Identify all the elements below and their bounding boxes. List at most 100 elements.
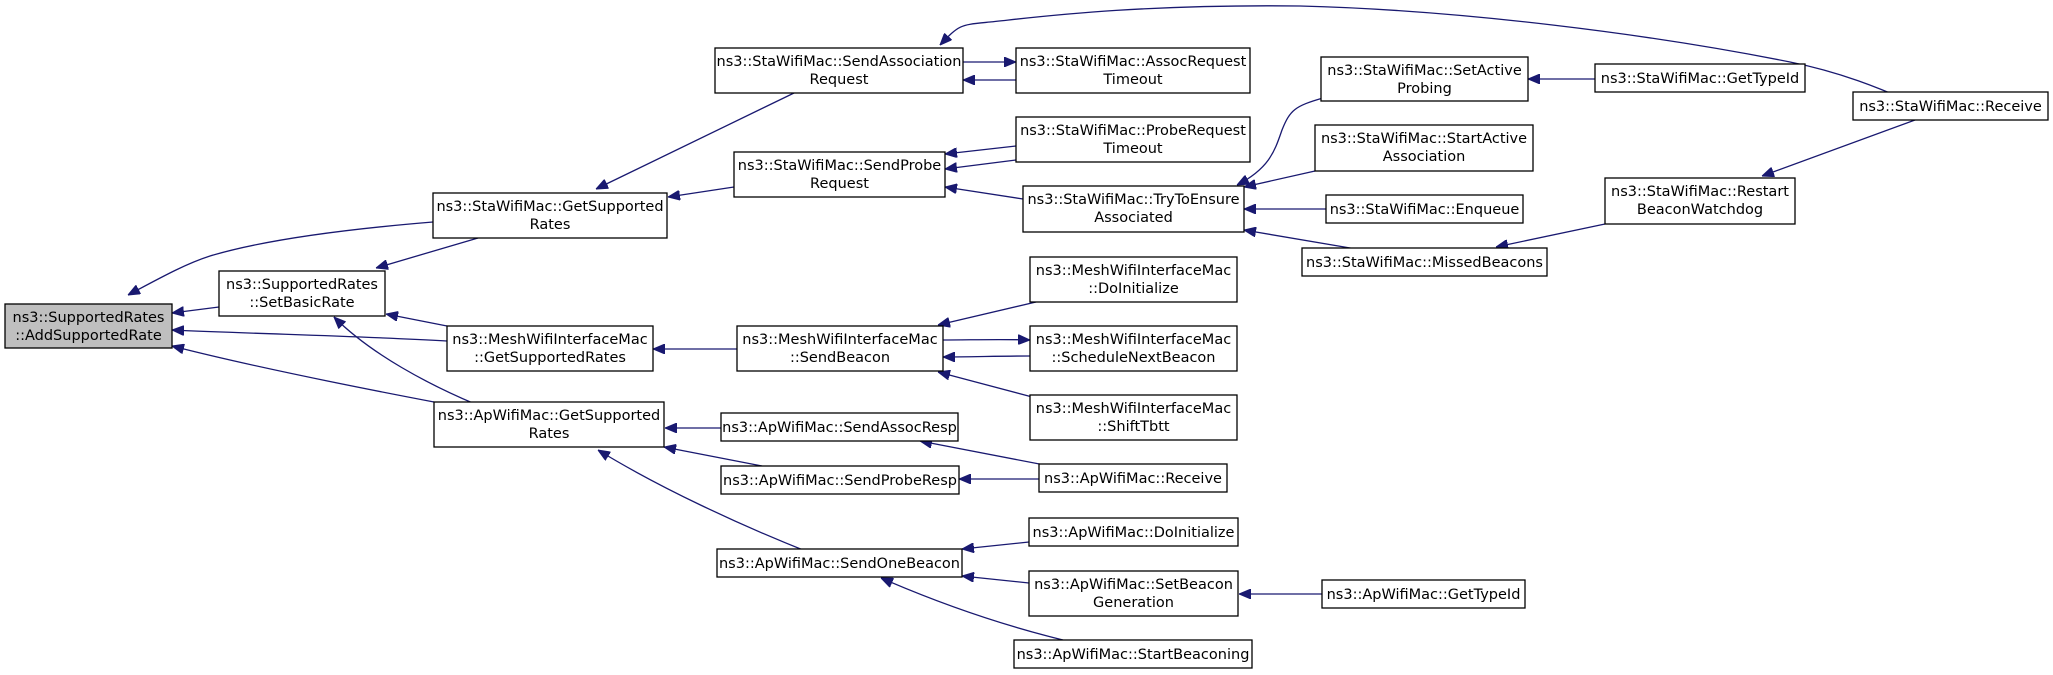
edge-n5-n1 bbox=[172, 346, 435, 403]
node-send-probe-request[interactable]: ns3::StaWifiMac::SendProbe Request bbox=[733, 151, 946, 198]
node-label-line-1: ns3::StaWifiMac::AssocRequest bbox=[1020, 54, 1247, 70]
node-sta-enqueue[interactable]: ns3::StaWifiMac::Enqueue bbox=[1325, 194, 1524, 224]
edge-n13-n7 bbox=[945, 145, 1017, 154]
node-restart-beacon-watchdog[interactable]: ns3::StaWifiMac::Restart BeaconWatchdog bbox=[1604, 177, 1796, 225]
node-send-assoc-resp[interactable]: ns3::ApWifiMac::SendAssocResp bbox=[720, 412, 959, 442]
node-label-line-1: ns3::SupportedRates bbox=[226, 277, 378, 293]
node-ap-do-initialize[interactable]: ns3::ApWifiMac::DoInitialize bbox=[1028, 517, 1239, 547]
edge-n5-n2 bbox=[334, 317, 476, 405]
node-ap-get-supported-rates[interactable]: ns3::ApWifiMac::GetSupported Rates bbox=[433, 401, 665, 448]
node-sta-get-supported-rates[interactable]: ns3::StaWifiMac::GetSupported Rates bbox=[432, 192, 668, 239]
node-label-line-2: Timeout bbox=[1102, 141, 1163, 157]
node-label-line-2: ::GetSupportedRates bbox=[474, 350, 626, 366]
node-label-line-2: Generation bbox=[1093, 595, 1174, 611]
node-try-to-ensure-associated[interactable]: ns3::StaWifiMac::TryToEnsure Associated bbox=[1022, 185, 1245, 233]
node-label-line-1: ns3::StaWifiMac::Enqueue bbox=[1330, 202, 1520, 218]
node-set-active-probing[interactable]: ns3::StaWifiMac::SetActive Probing bbox=[1320, 56, 1529, 102]
node-ap-get-type-id[interactable]: ns3::ApWifiMac::GetTypeId bbox=[1321, 579, 1526, 609]
node-mesh-send-beacon[interactable]: ns3::MeshWifiInterfaceMac ::SendBeacon bbox=[736, 325, 944, 372]
node-label-line-1: ns3::StaWifiMac::SendAssociation bbox=[717, 54, 962, 70]
node-sta-get-type-id[interactable]: ns3::StaWifiMac::GetTypeId bbox=[1594, 63, 1806, 93]
edge-n18-n9 bbox=[920, 441, 1056, 468]
node-label-line-2: Association bbox=[1383, 149, 1466, 165]
node-label-line-1: ns3::StaWifiMac::Receive bbox=[1859, 99, 2042, 115]
node-label-line-2: ::ShiftTbtt bbox=[1097, 419, 1169, 435]
node-label-line-2: ::AddSupportedRate bbox=[15, 328, 162, 344]
node-label-line-1: ns3::StaWifiMac::TryToEnsure bbox=[1027, 192, 1239, 208]
node-label-line-1: ns3::StaWifiMac::ProbeRequest bbox=[1020, 123, 1246, 139]
node-label-line-2: ::SendBeacon bbox=[790, 350, 890, 366]
edge-n20-n11 bbox=[962, 576, 1030, 584]
node-label-line-1: ns3::ApWifiMac::SendOneBeacon bbox=[719, 556, 960, 572]
node-label-line-1: ns3::StaWifiMac::SetActive bbox=[1327, 63, 1522, 79]
edge-n25-n14 bbox=[1244, 230, 1357, 250]
edge-n10-n5 bbox=[664, 447, 763, 467]
node-mesh-do-initialize[interactable]: ns3::MeshWifiInterfaceMac ::DoInitialize bbox=[1029, 256, 1238, 303]
node-label-line-1: ns3::StaWifiMac::Restart bbox=[1611, 184, 1789, 200]
node-label-line-1: ns3::ApWifiMac::DoInitialize bbox=[1033, 525, 1235, 541]
node-send-probe-resp[interactable]: ns3::ApWifiMac::SendProbeResp bbox=[720, 465, 960, 495]
node-label-line-2: Rates bbox=[529, 426, 570, 442]
node-label-line-1: ns3::StaWifiMac::SendProbe bbox=[738, 158, 942, 174]
node-send-one-beacon[interactable]: ns3::ApWifiMac::SendOneBeacon bbox=[716, 548, 963, 578]
node-probe-request-timeout[interactable]: ns3::StaWifiMac::ProbeRequest Timeout bbox=[1015, 116, 1251, 163]
node-set-basic-rate[interactable]: ns3::SupportedRates ::SetBasicRate bbox=[218, 270, 386, 317]
edge-n3-n2 bbox=[376, 237, 479, 268]
edge-n3-n1 bbox=[128, 221, 434, 295]
node-label-line-1: ns3::MeshWifiInterfaceMac bbox=[1036, 332, 1231, 348]
node-label-line-2: BeaconWatchdog bbox=[1637, 202, 1763, 218]
node-ap-set-beacon-generation[interactable]: ns3::ApWifiMac::SetBeacon Generation bbox=[1028, 570, 1239, 617]
node-label-line-1: ns3::StaWifiMac::MissedBeacons bbox=[1306, 255, 1543, 271]
node-label-line-1: ns3::StaWifiMac::GetTypeId bbox=[1601, 71, 1799, 87]
node-label-line-2: Associated bbox=[1094, 210, 1173, 226]
edge-n7-n3 bbox=[668, 186, 735, 197]
node-label-line-1: ns3::StaWifiMac::GetSupported bbox=[436, 199, 663, 215]
node-label-line-1: ns3::MeshWifiInterfaceMac bbox=[452, 332, 647, 348]
node-label-line-1: ns3::MeshWifiInterfaceMac bbox=[1036, 263, 1231, 279]
edge-n22-n14 bbox=[1237, 97, 1324, 185]
edge-n15-n8 bbox=[938, 301, 1037, 325]
node-label-line-1: ns3::ApWifiMac::StartBeaconing bbox=[1017, 647, 1250, 663]
node-label-line-1: ns3::StaWifiMac::StartActive bbox=[1321, 131, 1527, 147]
node-label-line-1: ns3::ApWifiMac::GetSupported bbox=[438, 408, 660, 424]
edge-n4-n1 bbox=[172, 330, 448, 342]
nodes: ns3::SupportedRates ::AddSupportedRate n… bbox=[4, 47, 2049, 669]
node-label-line-2: Probing bbox=[1397, 81, 1452, 97]
node-mesh-schedule-next-beacon[interactable]: ns3::MeshWifiInterfaceMac ::ScheduleNext… bbox=[1029, 325, 1238, 372]
node-ap-start-beaconing[interactable]: ns3::ApWifiMac::StartBeaconing bbox=[1013, 639, 1253, 669]
node-label-line-1: ns3::SupportedRates bbox=[13, 310, 165, 326]
node-label-line-1: ns3::ApWifiMac::SendProbeResp bbox=[723, 473, 957, 489]
node-label-line-1: ns3::ApWifiMac::GetTypeId bbox=[1327, 587, 1521, 603]
node-assoc-request-timeout[interactable]: ns3::StaWifiMac::AssocRequest Timeout bbox=[1015, 47, 1251, 94]
node-label-line-1: ns3::ApWifiMac::SetBeacon bbox=[1034, 577, 1233, 593]
node-label-line-2: Request bbox=[810, 176, 869, 192]
node-label-line-1: ns3::MeshWifiInterfaceMac bbox=[742, 332, 937, 348]
node-label-line-1: ns3::MeshWifiInterfaceMac bbox=[1036, 401, 1231, 417]
node-label-line-2: ::ScheduleNextBeacon bbox=[1052, 350, 1216, 366]
node-label-line-1: ns3::ApWifiMac::Receive bbox=[1044, 471, 1222, 487]
edge-n6-n3 bbox=[596, 92, 795, 190]
edges bbox=[128, 5, 1916, 641]
node-start-active-association[interactable]: ns3::StaWifiMac::StartActive Association bbox=[1314, 124, 1534, 172]
edge-n14-n7 bbox=[945, 187, 1024, 200]
edge-n28-n6 bbox=[940, 5, 1916, 105]
node-label-line-2: Rates bbox=[530, 217, 571, 233]
node-label-line-2: Timeout bbox=[1102, 72, 1163, 88]
edge-n13-n7-b bbox=[945, 159, 1017, 169]
edge-n17-n8 bbox=[938, 372, 1037, 399]
edge-n23-n14 bbox=[1244, 170, 1316, 187]
node-missed-beacons[interactable]: ns3::StaWifiMac::MissedBeacons bbox=[1301, 247, 1548, 277]
node-label-line-1: ns3::ApWifiMac::SendAssocResp bbox=[722, 420, 957, 436]
node-mesh-shift-tbtt[interactable]: ns3::MeshWifiInterfaceMac ::ShiftTbtt bbox=[1029, 394, 1238, 441]
node-sta-receive[interactable]: ns3::StaWifiMac::Receive bbox=[1852, 91, 2049, 121]
edge-n21-n11 bbox=[881, 577, 1064, 641]
node-ap-receive[interactable]: ns3::ApWifiMac::Receive bbox=[1038, 463, 1228, 493]
node-add-supported-rate[interactable]: ns3::SupportedRates ::AddSupportedRate bbox=[4, 303, 173, 349]
node-send-association-request[interactable]: ns3::StaWifiMac::SendAssociation Request bbox=[714, 47, 964, 94]
edge-n4-n2 bbox=[386, 314, 448, 327]
edge-n19-n11 bbox=[962, 541, 1030, 549]
edge-n16-n8 bbox=[943, 356, 1031, 357]
node-mesh-get-supported-rates[interactable]: ns3::MeshWifiInterfaceMac ::GetSupported… bbox=[446, 325, 654, 372]
node-label-line-2: ::DoInitialize bbox=[1088, 281, 1179, 297]
